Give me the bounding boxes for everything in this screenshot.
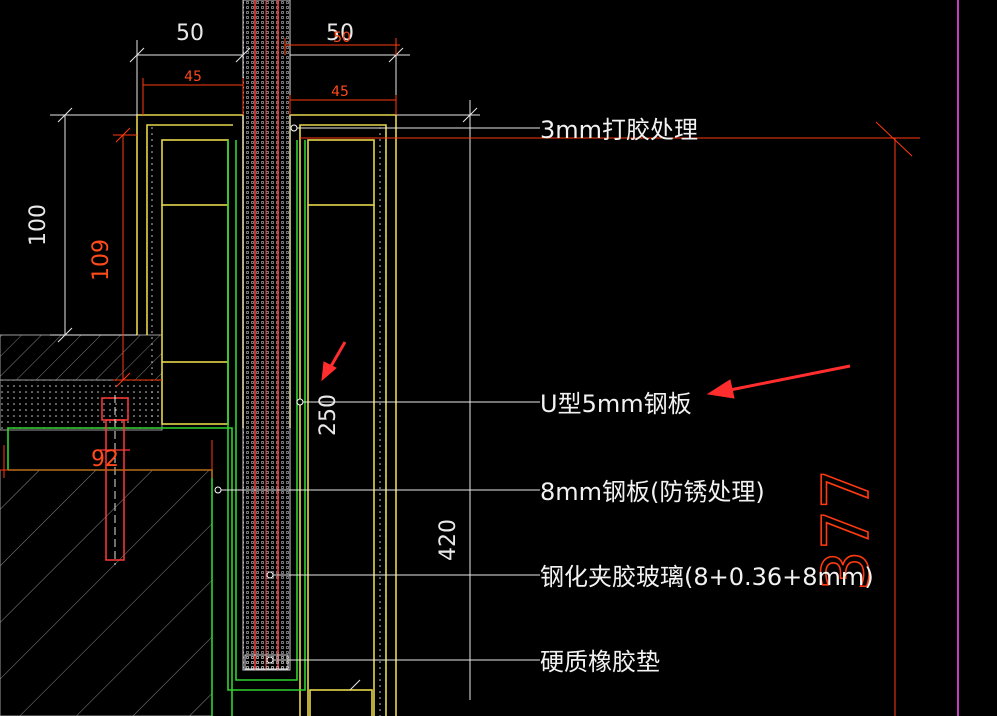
dim-big-red: 377 bbox=[810, 469, 884, 591]
u-steel-plate bbox=[227, 140, 306, 691]
dim-top-right-overlap: 50 bbox=[333, 30, 351, 46]
right-frame-fill bbox=[376, 125, 386, 716]
red-arrow-icon-2 bbox=[706, 364, 851, 399]
laminated-glass bbox=[242, 0, 291, 671]
callout-leader-dots bbox=[214, 124, 304, 664]
callout-rubber: 硬质橡胶垫 bbox=[540, 648, 660, 676]
dim-right-inner: 45 bbox=[331, 84, 349, 100]
dim-left-inner: 45 bbox=[184, 69, 202, 85]
callout-glue: 3mm打胶处理 bbox=[540, 116, 698, 144]
dim-total-height: 420 bbox=[436, 519, 461, 561]
concrete-slab bbox=[0, 334, 213, 716]
callout-u-plate: U型5mm钢板 bbox=[540, 390, 692, 418]
dim-inner-height: 250 bbox=[316, 394, 341, 436]
dim-top-left: 50 bbox=[176, 21, 204, 46]
dim-base-width: 92 bbox=[91, 447, 119, 472]
left-frame-fill bbox=[147, 125, 157, 425]
callout-glass: 钢化夹胶玻璃(8+0.36+8mm) bbox=[540, 563, 874, 591]
callout-steel-plate: 8mm钢板(防锈处理) bbox=[540, 478, 765, 506]
red-arrow-icon bbox=[321, 341, 347, 382]
dim-left-height-red: 109 bbox=[89, 239, 114, 281]
red-dimension-lines bbox=[0, 38, 920, 716]
anchor-bolt bbox=[100, 395, 130, 565]
dim-left-height: 100 bbox=[26, 204, 51, 246]
dim-top-right: 50 bbox=[326, 21, 354, 46]
